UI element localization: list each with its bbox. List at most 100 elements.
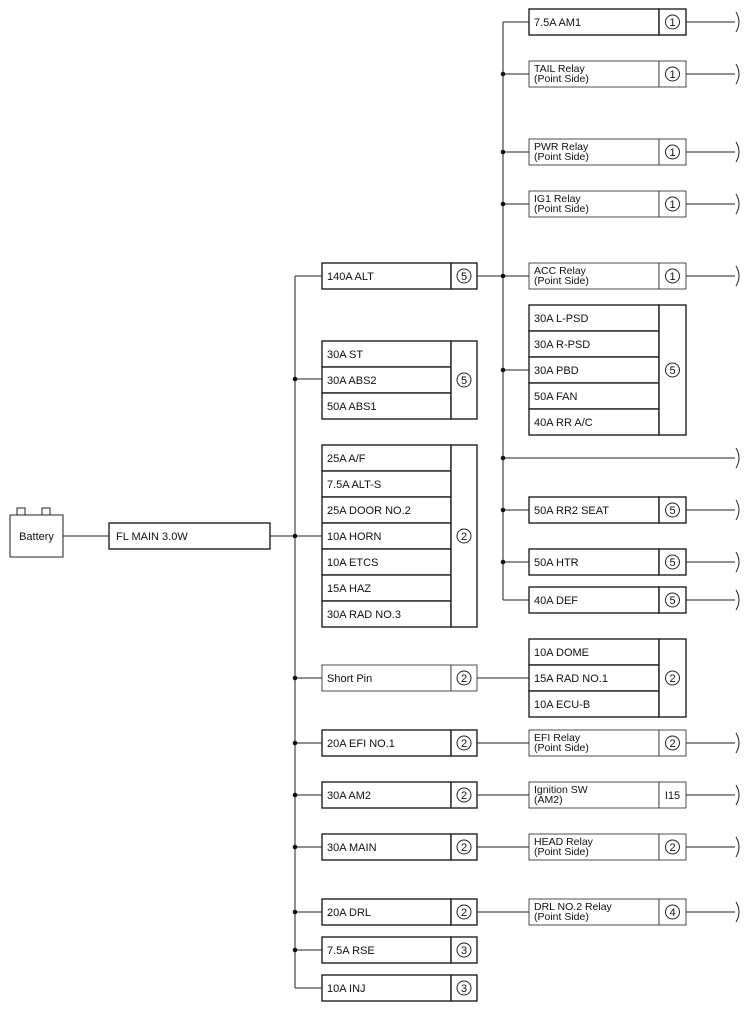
relay-box: [528, 190, 660, 218]
relay-box: [528, 729, 660, 757]
fuse-ref-number-ring: [665, 14, 680, 30]
main-fuse: FL MAIN 3.0W: [108, 522, 271, 550]
relay-label: Ignition SW: [534, 784, 588, 796]
fuse-row: [528, 548, 660, 576]
fuse-ref-number-cell: [658, 638, 687, 718]
fuse-label: 40A RR A/C: [534, 417, 593, 429]
fuse-ref-number-ring: [665, 670, 680, 686]
fuse-label: 40A DEF: [534, 595, 578, 607]
relay-box: [528, 781, 660, 809]
fuse-row: [528, 690, 660, 718]
fuse-row: [528, 330, 660, 358]
relay-label: (Point Side): [534, 73, 589, 85]
fuse-row: [528, 382, 660, 410]
fuse-row: [528, 664, 660, 692]
fuse-ref-number-ring: [665, 362, 680, 378]
fuse-ref-number-ring: [456, 787, 472, 803]
fuse-ref-number-cell: [450, 974, 478, 1002]
fuse-ref-number: 2: [461, 673, 467, 685]
fuse-label: 15A RAD NO.1: [534, 673, 608, 685]
component-group: Ignition SW(AM2)I15: [528, 781, 687, 809]
fuse-ref-number-cell: [450, 664, 478, 692]
fuse-label: 20A DRL: [327, 907, 371, 919]
fuse-label: 10A DOME: [534, 647, 589, 659]
fuse-ref-number-ring: [456, 839, 472, 855]
fuse-ref-number-ring: [456, 528, 472, 544]
fuse-ref-number: 1: [669, 17, 675, 29]
relay-box: [528, 262, 660, 290]
fuse-ref-number: 2: [669, 738, 675, 750]
fuse-label: 7.5A AM1: [534, 17, 581, 29]
fuse-ref-number-ring: [456, 980, 472, 996]
fuse-row: [321, 574, 452, 602]
relay-label: (Point Side): [534, 203, 589, 215]
fuse-ref-number-cell: [450, 262, 478, 290]
component-group: PWR Relay(Point Side) 1: [528, 138, 687, 166]
fuse-group: Short Pin 2: [321, 664, 478, 692]
fuse-row: [321, 470, 452, 498]
fuse-ref-number: 1: [669, 271, 675, 283]
fuse-label: 30A L-PSD: [534, 313, 588, 325]
relay-box: [528, 60, 660, 88]
fuse-ref-number-cell: [658, 548, 687, 576]
component-group: DRL NO.2 Relay(Point Side)4: [528, 898, 687, 926]
fuse-row: [321, 496, 452, 524]
relay-label: EFI Relay: [534, 732, 581, 744]
fuse-ref-number: 2: [461, 842, 467, 854]
fuse-ref-number-ring: [665, 502, 680, 518]
fuse-ref-number: 1: [669, 147, 675, 159]
fuse-ref-number-ring: [665, 839, 680, 855]
component-group: 7.5A AM1 1: [528, 8, 687, 36]
fuse-ref-number-ring: [665, 196, 680, 212]
fuse-row: [321, 340, 452, 368]
fuse-ref-number-cell: [658, 833, 687, 861]
relay-label: (Point Side): [534, 151, 589, 163]
junction-dots: [292, 71, 506, 953]
component-group: HEAD Relay(Point Side)2: [528, 833, 687, 861]
fuse-label: 7.5A ALT-S: [327, 479, 381, 491]
fuse-ref-number-ring: [456, 904, 472, 920]
main-fuse-label: FL MAIN 3.0W: [116, 531, 188, 543]
fuse-ref-number: 1: [669, 199, 675, 211]
fuse-row: [321, 781, 452, 809]
fuse-ref-number-ring: [456, 670, 472, 686]
fuse-ref-number-ring: [456, 372, 472, 388]
fuse-ref-number-cell: [658, 8, 687, 36]
fuse-ref-number-ring: [665, 554, 680, 570]
component-group: IG1 Relay(Point Side) 1: [528, 190, 687, 218]
fuse-ref-number-cell: [658, 60, 687, 88]
relay-label: (Point Side): [534, 911, 589, 923]
fuse-label: 50A HTR: [534, 557, 579, 569]
fuse-ref-number-ring: [665, 66, 680, 82]
fuse-label: 20A EFI NO.1: [327, 738, 395, 750]
fuse-ref-number-cell: [450, 898, 478, 926]
fuse-row: [321, 366, 452, 394]
fuse-label: 30A ST: [327, 349, 363, 361]
fuse-ref-number: 2: [669, 842, 675, 854]
relay-box: [528, 833, 660, 861]
fuse-ref-number-ring: [665, 904, 680, 920]
fuse-label: Short Pin: [327, 673, 372, 685]
relay-label: DRL NO.2 Relay: [534, 901, 613, 913]
fuse-ref-number-ring: [665, 592, 680, 608]
fuse-label: 25A DOOR NO.2: [327, 505, 411, 517]
relay-label: ACC Relay: [534, 265, 587, 277]
fuse-row: [528, 408, 660, 436]
relay-label: PWR Relay: [534, 141, 589, 153]
relay-label: (Point Side): [534, 846, 589, 858]
fuse-label: 50A FAN: [534, 391, 577, 403]
fuse-ref-number-ring: [456, 268, 472, 284]
fuse-ref-number: 2: [669, 673, 675, 685]
fuse-label: 25A A/F: [327, 453, 366, 465]
continuation-arcs: [735, 11, 740, 923]
fuse-label: 50A ABS1: [327, 401, 377, 413]
fuse-row: [321, 664, 452, 692]
fuse-row: [321, 392, 452, 420]
relay-label: IG1 Relay: [534, 193, 581, 205]
